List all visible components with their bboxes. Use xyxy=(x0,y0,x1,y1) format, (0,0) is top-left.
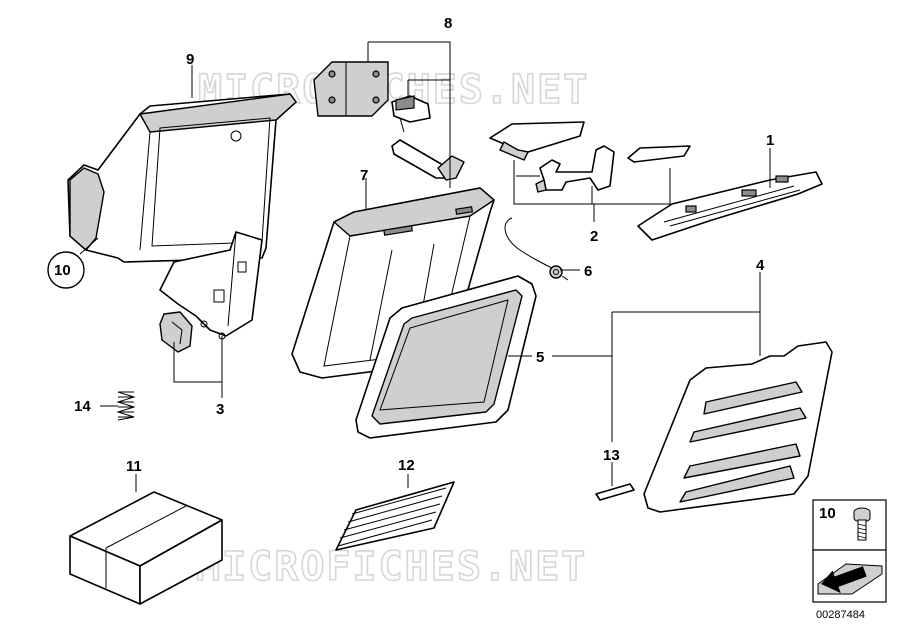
callout-1: 1 xyxy=(766,132,774,149)
callout-10: 10 xyxy=(54,262,71,279)
callout-9: 9 xyxy=(186,51,194,68)
legend-box-top xyxy=(812,499,887,551)
arrow-icon xyxy=(817,563,883,595)
callout-12: 12 xyxy=(398,457,415,474)
watermark-bottom: MICROFICHES.NET xyxy=(196,544,587,590)
part-14-spring xyxy=(116,391,136,421)
doc-number: 00287484 xyxy=(816,609,865,621)
callout-2: 2 xyxy=(590,228,598,245)
part-5-seal xyxy=(355,275,537,439)
callout-3: 3 xyxy=(216,401,224,418)
callout-4: 4 xyxy=(756,257,765,274)
part-1-rail xyxy=(637,171,823,241)
callout-13: 13 xyxy=(603,447,620,464)
part-12-label xyxy=(335,481,455,551)
part-9-housing xyxy=(67,93,297,263)
callout-14: 14 xyxy=(74,398,91,415)
part-8-hinge xyxy=(313,61,465,181)
callout-10-circle xyxy=(47,251,85,289)
legend-label: 10 xyxy=(819,505,836,522)
leader-lines xyxy=(79,41,771,492)
part-2-brackets xyxy=(489,121,691,193)
legend-box: 10 00287484 xyxy=(812,499,887,621)
callout-5: 5 xyxy=(536,349,544,366)
callout-6: 6 xyxy=(584,263,592,280)
screw-icon xyxy=(853,507,871,541)
callout-11: 11 xyxy=(126,458,142,475)
part-13-pin xyxy=(595,483,635,501)
part-11-box xyxy=(69,491,223,605)
part-3-bracket xyxy=(159,231,263,353)
part-6-cable xyxy=(504,217,569,281)
callout-7: 7 xyxy=(360,167,368,184)
callout-8: 8 xyxy=(444,15,452,32)
part-4-grille xyxy=(643,341,833,513)
callout-10-circled: 10 xyxy=(47,251,85,289)
